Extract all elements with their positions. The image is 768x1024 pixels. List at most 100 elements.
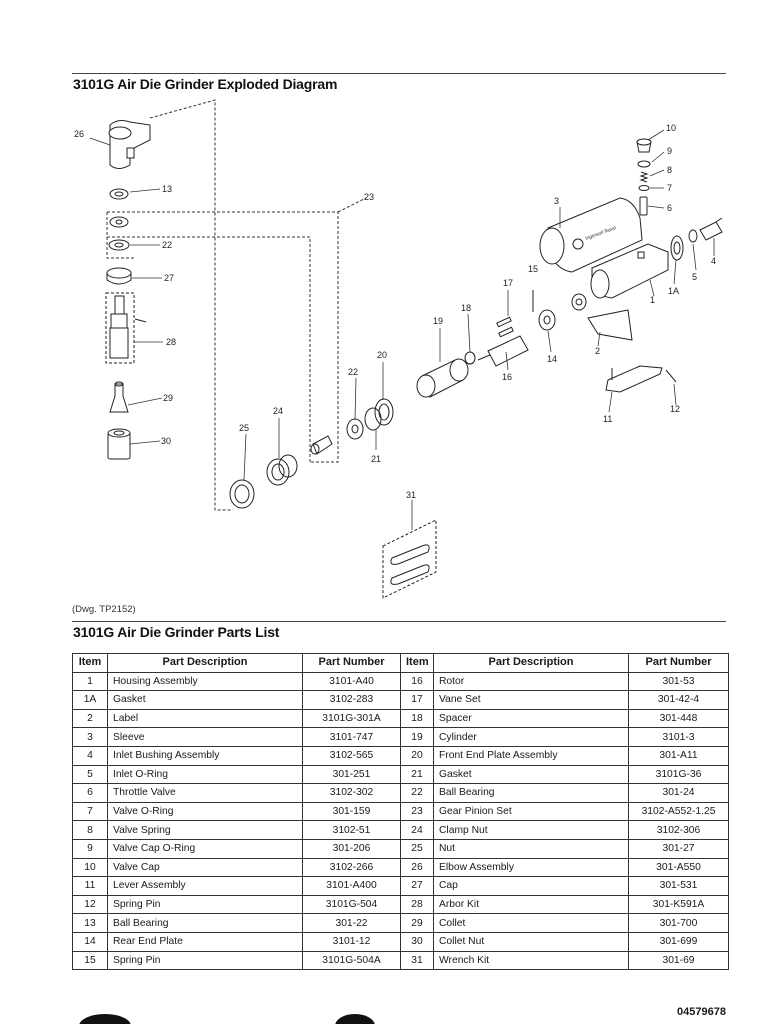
callout-28: 28 bbox=[166, 337, 176, 347]
parts-table-header: Item Part Description Part Number Item P… bbox=[72, 653, 729, 673]
description-cell: Lever Assembly bbox=[107, 876, 303, 896]
callout-9: 9 bbox=[667, 146, 672, 156]
description-cell: Label bbox=[107, 708, 303, 729]
part-number-cell: 3102-51 bbox=[302, 820, 401, 840]
item-cell: 4 bbox=[72, 745, 108, 766]
callout-14: 14 bbox=[547, 354, 557, 364]
item-cell: 13 bbox=[72, 913, 108, 933]
callout-5: 5 bbox=[692, 272, 697, 282]
item-cell: 27 bbox=[400, 876, 434, 896]
item-cell: 24 bbox=[400, 820, 434, 840]
item-cell: 19 bbox=[400, 727, 434, 747]
part-rotor bbox=[477, 335, 529, 367]
part-valve-cap-o-ring bbox=[637, 160, 651, 168]
description-cell: Throttle Valve bbox=[107, 783, 303, 803]
item-cell: 11 bbox=[72, 876, 108, 896]
callout-27: 27 bbox=[164, 273, 174, 283]
part-lever-assembly bbox=[605, 365, 663, 393]
callout-13: 13 bbox=[162, 184, 172, 194]
document-number: 04579678 bbox=[677, 1006, 726, 1018]
part-number-cell: 3102-565 bbox=[302, 745, 401, 766]
description-cell: Gasket bbox=[433, 764, 629, 785]
exploded-diagram: Ingersoll Rand bbox=[74, 99, 723, 599]
item-cell: 5 bbox=[72, 764, 108, 785]
part-number-cell: 301-251 bbox=[302, 764, 401, 785]
part-number-cell: 3101G-36 bbox=[628, 764, 729, 785]
description-cell: Elbow Assembly bbox=[433, 857, 629, 878]
item-cell: 20 bbox=[400, 745, 434, 766]
callout-24: 24 bbox=[273, 406, 283, 416]
item-cell: 28 bbox=[400, 894, 434, 915]
parts-table: Item Part Description Part Number Item P… bbox=[72, 653, 729, 971]
callout-11: 11 bbox=[603, 414, 612, 424]
part-number-cell: 3102-266 bbox=[302, 857, 401, 878]
part-number-cell: 3102-306 bbox=[628, 820, 729, 840]
item-cell: 12 bbox=[72, 894, 108, 915]
callout-31: 31 bbox=[406, 490, 416, 500]
item-cell: 8 bbox=[72, 820, 108, 840]
part-collet bbox=[109, 381, 129, 413]
callout-22: 22 bbox=[162, 240, 172, 250]
part-number-cell: 3101G-504 bbox=[302, 894, 401, 915]
header-part-description: Part Description bbox=[433, 653, 629, 673]
part-number-cell: 3101-747 bbox=[302, 727, 401, 747]
parts-list-title: 3101G Air Die Grinder Parts List bbox=[73, 624, 280, 640]
part-inlet-o-ring bbox=[688, 229, 698, 243]
description-cell: Gasket bbox=[107, 690, 303, 710]
description-cell: Spring Pin bbox=[107, 950, 303, 971]
part-gasket bbox=[670, 235, 684, 261]
item-cell: 18 bbox=[400, 708, 434, 729]
description-cell: Gear Pinion Set bbox=[433, 801, 629, 822]
description-cell: Valve O-Ring bbox=[107, 801, 303, 822]
part-number-cell: 301-42-4 bbox=[628, 690, 729, 710]
part-number-cell: 301-699 bbox=[628, 931, 729, 952]
callout-25: 25 bbox=[239, 423, 249, 433]
part-cap bbox=[106, 267, 132, 285]
part-number-cell: 301-53 bbox=[628, 671, 729, 692]
part-clamp-nut bbox=[266, 454, 298, 486]
callout-8: 8 bbox=[667, 165, 672, 175]
description-cell: Ball Bearing bbox=[107, 913, 303, 933]
item-cell: 26 bbox=[400, 857, 434, 878]
item-cell: 15 bbox=[72, 950, 108, 971]
part-number-cell: 3102-302 bbox=[302, 783, 401, 803]
part-number-cell: 3101G-504A bbox=[302, 950, 401, 971]
part-number-cell: 3101-A400 bbox=[302, 876, 401, 896]
description-cell: Housing Assembly bbox=[107, 671, 303, 692]
callout-22b: 22 bbox=[348, 367, 358, 377]
part-number-cell: 3101G-301A bbox=[302, 708, 401, 729]
part-number-cell: 301-K591A bbox=[628, 894, 729, 915]
part-ball-bearing-rear bbox=[571, 293, 587, 311]
part-rear-end-plate bbox=[538, 309, 556, 331]
callout-3: 3 bbox=[554, 196, 559, 206]
header-part-description: Part Description bbox=[107, 653, 303, 673]
description-cell: Wrench Kit bbox=[433, 950, 629, 971]
item-cell: 17 bbox=[400, 690, 434, 710]
description-cell: Rear End Plate bbox=[107, 931, 303, 952]
callout-1: 1 bbox=[650, 295, 655, 305]
callout-17: 17 bbox=[503, 278, 513, 288]
callout-1a: 1A bbox=[668, 286, 679, 296]
description-cell: Vane Set bbox=[433, 690, 629, 710]
part-ball-bearing-front bbox=[346, 418, 364, 440]
description-cell: Sleeve bbox=[107, 727, 303, 747]
part-elbow-assembly bbox=[108, 120, 151, 169]
description-cell: Inlet Bushing Assembly bbox=[107, 745, 303, 766]
part-number-cell: 301-A550 bbox=[628, 857, 729, 878]
item-cell: 2 bbox=[72, 708, 108, 729]
part-spacer bbox=[464, 351, 476, 365]
part-housing-assembly bbox=[590, 243, 669, 299]
callout-7: 7 bbox=[667, 183, 672, 193]
item-cell: 30 bbox=[400, 931, 434, 952]
part-throttle-valve bbox=[639, 196, 648, 216]
header-item: Item bbox=[400, 653, 434, 673]
part-wrench-kit bbox=[382, 519, 437, 599]
